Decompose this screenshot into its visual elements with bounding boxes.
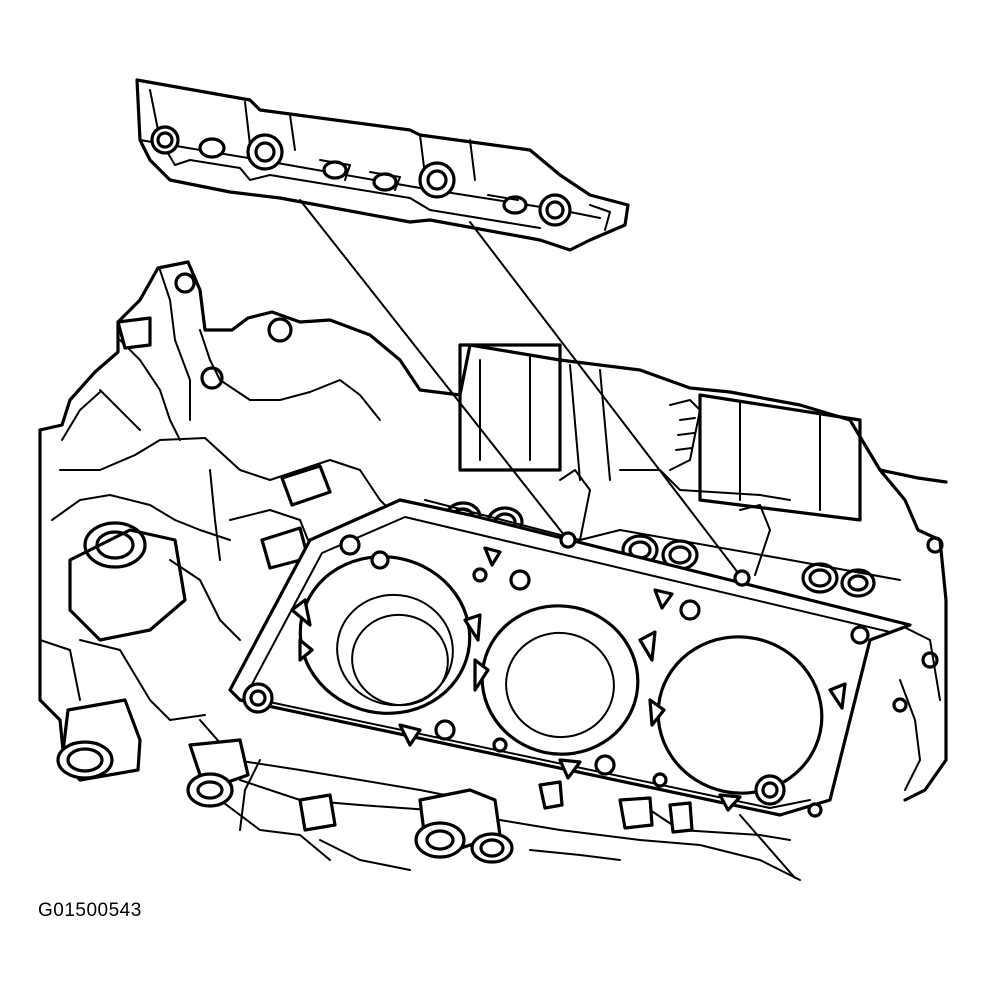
manifold-rail [135,78,630,252]
cylinder-head-gasket [228,498,912,818]
alignment-lines [299,199,796,879]
figure-code: G01500543 [38,900,142,921]
engine-block [38,260,948,802]
lower-block [186,719,801,881]
